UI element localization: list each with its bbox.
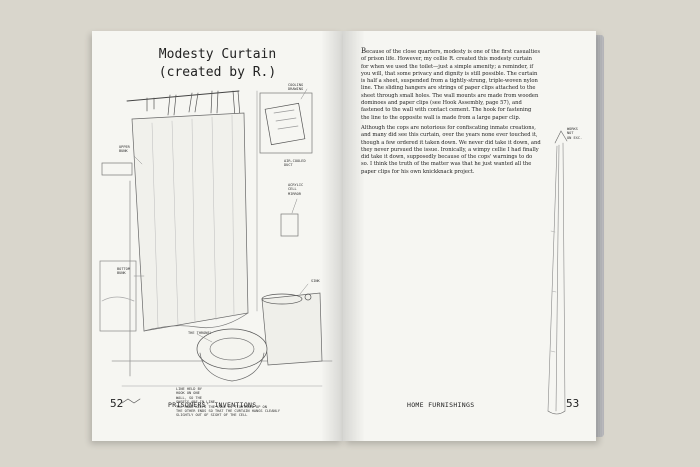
- label-works-not-on-exc: WORKS NOT ON EXC.: [567, 127, 583, 140]
- spine-shadow-right: [343, 31, 365, 441]
- drop-cap: B: [361, 47, 367, 55]
- label-acrylic-cell-mirror: ACRYLIC CELL MIRROR: [288, 183, 304, 196]
- label-cooling-drawing: COOLING DRAWING: [288, 83, 304, 92]
- body-text: Because of the close quarters, modesty i…: [361, 47, 541, 179]
- modesty-curtain-illustration: [99, 88, 333, 404]
- page-number-left: 52: [110, 397, 124, 410]
- running-head-right: HOME FURNISHINGS: [407, 401, 475, 409]
- page-subtitle: (created by R.): [158, 65, 277, 80]
- label-upper-bunk: UPPER BUNK: [119, 145, 130, 154]
- hanging-curtain-sketch: [547, 130, 568, 415]
- paragraph-1: Because of the close quarters, modesty i…: [361, 47, 540, 121]
- label-bottom-bunk: BOTTOM BUNK: [117, 267, 130, 276]
- page-number-right: 53: [566, 397, 580, 410]
- spine-shadow-left: [321, 31, 343, 441]
- label-sink: SINK: [311, 279, 320, 283]
- page-edges: [596, 35, 604, 437]
- running-head-left: PRISONERS' INVENTIONS: [168, 401, 257, 409]
- open-book: Modesty Curtain (created by R.): [92, 31, 604, 441]
- illustration-caption: LINE HELD BY HOOK ON ONE WALL, SO THE SH…: [176, 387, 280, 418]
- label-air-cooled-duct: AIR-COOLED DUCT: [284, 159, 306, 168]
- right-page: Because of the close quarters, modesty i…: [343, 31, 596, 441]
- label-the-throne: THE THRONE!: [188, 331, 212, 335]
- paragraph-2: Although the cops are notorious for conf…: [361, 124, 541, 175]
- left-page: Modesty Curtain (created by R.): [92, 31, 343, 441]
- page-title: Modesty Curtain: [158, 47, 277, 62]
